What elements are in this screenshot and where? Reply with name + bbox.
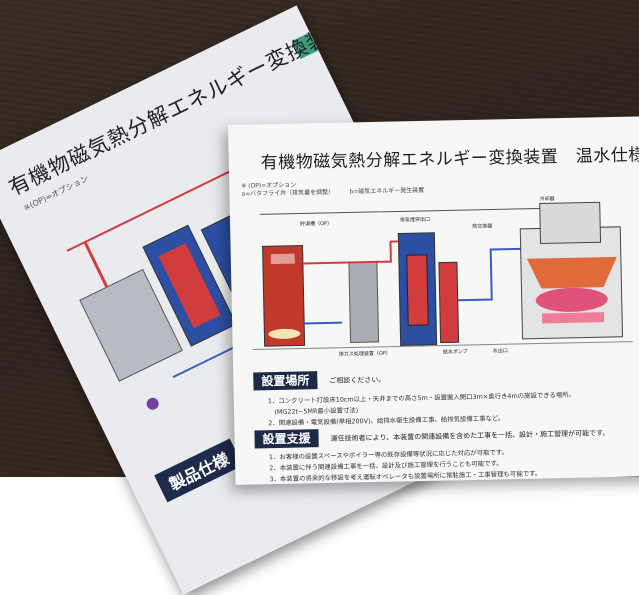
- installation-line-1: 1．コンクリート打設床10cm以上・天井までの高さ5m・設置搬入開口3m×奥行き…: [267, 390, 576, 406]
- installation-line-2: (MG22t−5MR最小設置寸法): [267, 406, 359, 417]
- label-gas-treatment: 排ガス処理装置（OP）: [339, 350, 391, 358]
- label-heat-exchanger: 熱交換器: [472, 222, 492, 229]
- section-support-heading: 設置支援: [254, 429, 319, 449]
- flame-zone: [526, 256, 617, 289]
- section-installation-note: ご相談ください。: [329, 375, 386, 385]
- gas-treatment-unit: [348, 261, 380, 343]
- magnetic-zone: [535, 287, 608, 312]
- front-sheet-title: 有機物磁気熱分解エネルギー変換装置 温水仕様フロー: [260, 144, 639, 174]
- label-cooling: 冷却器: [540, 195, 555, 202]
- label-ash-outlet: 灰出口: [493, 347, 508, 354]
- label-exhaust: 排気煙突出口: [400, 216, 430, 224]
- back-sheet-section-heading: 製品仕様: [154, 438, 243, 503]
- front-brochure-sheet: 有機物磁気熱分解エネルギー変換装置 温水仕様フロー ※ (OP)=オプション a…: [228, 116, 639, 485]
- label-pump: 給水ポンプ: [443, 348, 468, 356]
- hot-water-tank: [262, 244, 306, 347]
- label-hot-water-tank: 貯湯槽（OP）: [300, 220, 332, 228]
- section-installation-heading: 設置場所: [253, 371, 318, 391]
- hot-water-flow-diagram: 貯湯槽（OP） 排気煙突出口 熱交換器 冷却器 排ガス処理装置（OP） 給水ポン…: [252, 195, 633, 358]
- section-support-note: 運任技術者により、本装置の関連設備を含めた工事を一括、設計・施工管理が可能です。: [330, 429, 610, 443]
